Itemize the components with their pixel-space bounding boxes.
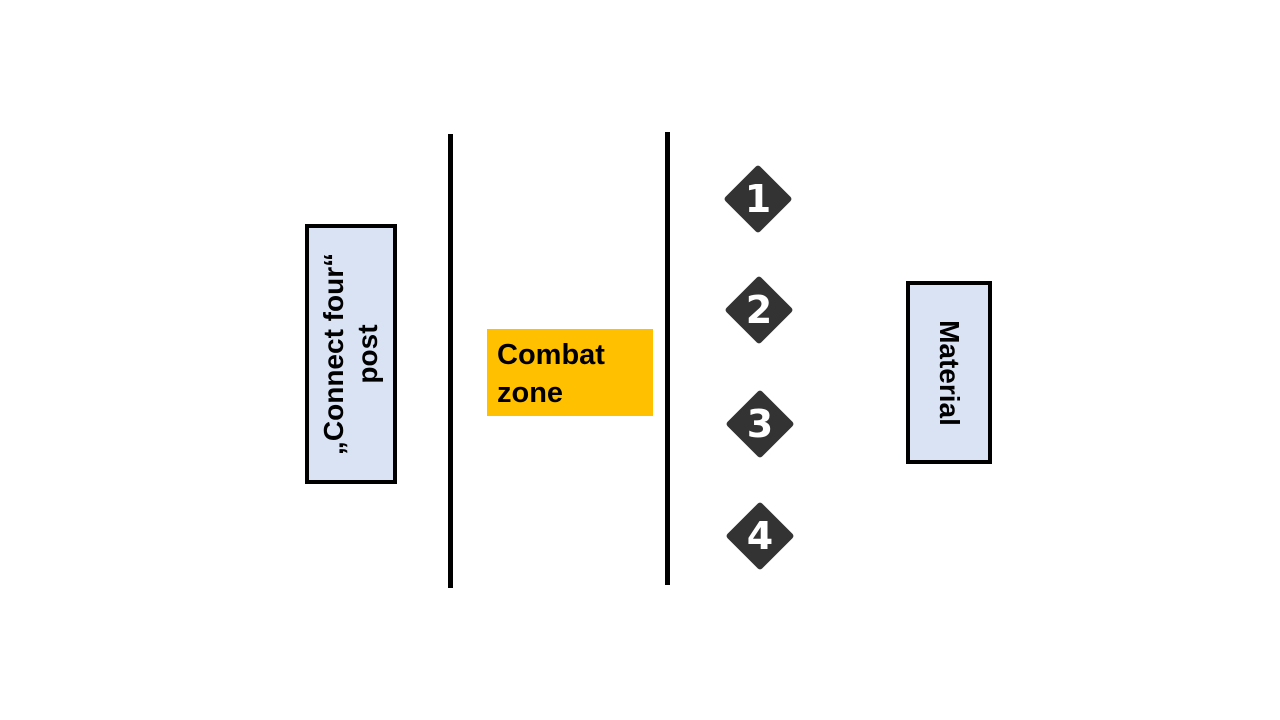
post-label-line-1: „Connect four“ — [318, 252, 349, 456]
marker-number: 3 — [746, 402, 774, 446]
post-label-line-2: post — [352, 324, 383, 384]
marker-number: 2 — [745, 288, 773, 332]
material-label: Material — [934, 319, 965, 426]
combat-zone-line-1: Combat — [497, 339, 605, 371]
marker-3: 3 — [724, 388, 796, 460]
marker-number: 1 — [744, 177, 772, 221]
marker-2: 2 — [723, 274, 795, 346]
combat-zone-box: Combat zone — [487, 329, 653, 416]
marker-1: 1 — [722, 163, 794, 235]
divider-line-right — [665, 132, 670, 585]
connect-four-post-box: „Connect four“ post — [305, 224, 397, 484]
material-box: Material — [906, 281, 992, 464]
marker-number: 4 — [746, 514, 774, 558]
connect-four-post-label: „Connect four“ post — [317, 253, 385, 455]
divider-line-left — [448, 134, 453, 588]
combat-zone-line-2: zone — [497, 377, 564, 409]
marker-4: 4 — [724, 500, 796, 572]
